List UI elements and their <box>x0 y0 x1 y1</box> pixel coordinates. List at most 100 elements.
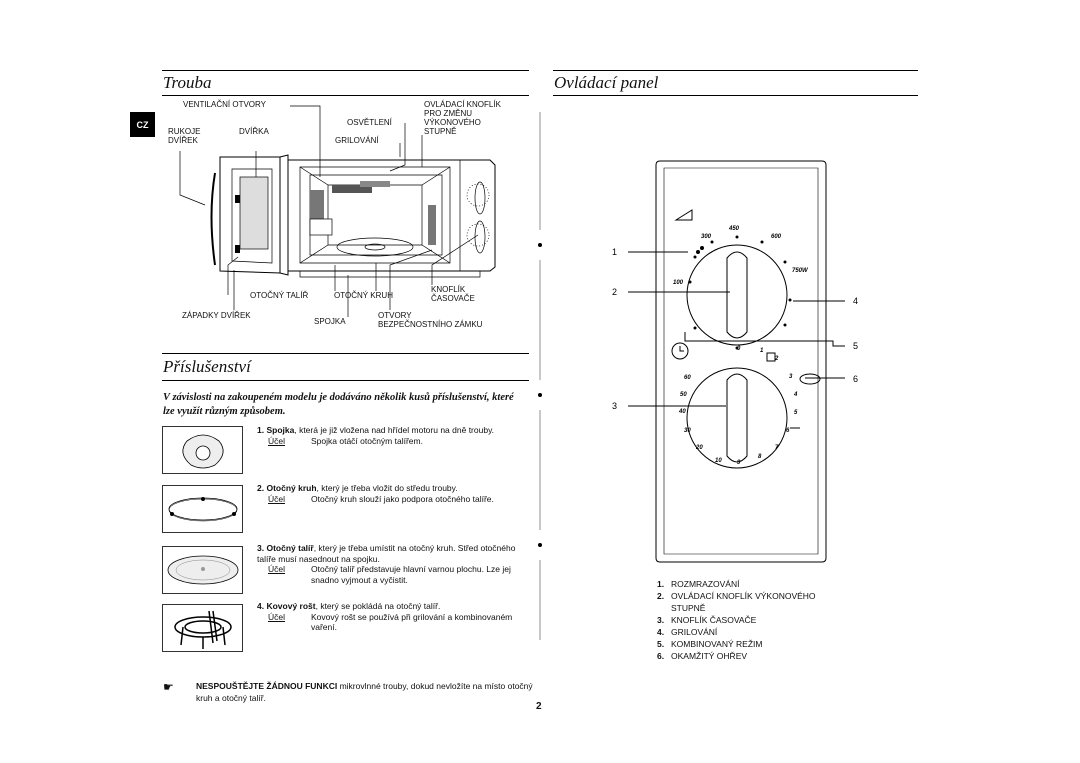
ring-image <box>162 485 243 533</box>
legend-text: OVLÁDACÍ KNOFLÍK VÝKONOVÉHO <box>671 591 816 601</box>
callout-1: 1 <box>612 247 617 257</box>
purpose-label: Účel <box>268 564 286 574</box>
accessory-1: 1. Spojka, která je již vložena nad hříd… <box>257 425 527 446</box>
legend-text: ROZMRAZOVÁNÍ <box>671 579 740 589</box>
svg-text:8: 8 <box>758 454 762 460</box>
callout-2: 2 <box>612 287 617 297</box>
legend-item: STUPNĚ <box>657 602 816 614</box>
label-handle-1: RUKOJE <box>168 127 201 136</box>
legend-item: 1. ROZMRAZOVÁNÍ <box>657 578 816 590</box>
legend-num: 2. <box>657 591 665 601</box>
label-turntable: OTOČNÝ TALÍŘ <box>250 291 309 300</box>
legend-item: 4. GRILOVÁNÍ <box>657 626 816 638</box>
warning-rest: mikrovlnné trouby, dokud nevložíte na mí… <box>196 681 533 703</box>
label-coupler: SPOJKA <box>314 317 346 326</box>
legend-text: STUPNĚ <box>671 603 706 613</box>
acc-name: Otočný kruh <box>266 483 317 493</box>
power-mark-600: 600 <box>771 234 782 240</box>
top-rule-left <box>162 70 529 71</box>
callout-3: 3 <box>612 401 617 411</box>
svg-text:7: 7 <box>775 445 779 451</box>
purpose-label: Účel <box>268 435 286 446</box>
svg-text:4: 4 <box>793 392 798 398</box>
label-safety-2: BEZPEČNOSTNÍHO ZÁMKU <box>378 320 483 329</box>
acc-desc: , která je již vložena nad hřídel motoru… <box>294 425 495 435</box>
svg-text:9: 9 <box>737 460 741 466</box>
acc-purpose: Otočný kruh slouží jako podpora otočného… <box>311 493 494 504</box>
legend-num: 6. <box>657 651 665 661</box>
legend-num <box>657 602 671 614</box>
label-power-knob-4: STUPNĚ <box>424 127 457 136</box>
legend-num: 4. <box>657 627 665 637</box>
acc-desc: , který se pokládá na otočný talíř. <box>315 601 441 611</box>
accessory-4: 4. Kovový rošt, který se pokládá na otoč… <box>257 601 527 633</box>
accessory-3: 3. Otočný talíř, který je třeba umístit … <box>257 543 527 585</box>
legend-item: 3. KNOFLÍK ČASOVAČE <box>657 614 816 626</box>
control-panel-heading: Ovládací panel <box>554 73 659 92</box>
acc-num: 2. <box>257 483 265 493</box>
accessories-intro: V závislosti na zakoupeném modelu je dod… <box>163 392 514 417</box>
acc-name: Kovový rošt <box>266 601 316 611</box>
acc-purpose: Kovový rošt se používá při grilování a k… <box>311 611 513 633</box>
accessories-rule-top <box>162 353 529 354</box>
acc-num: 1. <box>257 425 265 435</box>
label-light: OSVĚTLENÍ <box>347 118 392 127</box>
legend-text: KOMBINOVANÝ REŽIM <box>671 639 763 649</box>
purpose-label: Účel <box>268 493 286 504</box>
legend-item: 2. OVLÁDACÍ KNOFLÍK VÝKONOVÉHO <box>657 590 816 602</box>
legend-text: OKAMŽITÝ OHŘEV <box>671 651 748 661</box>
label-vent: VENTILAČNÍ OTVORY <box>183 100 266 109</box>
warning-bold: NESPOUŠTĚJTE ŽÁDNOU FUNKCI <box>196 681 338 691</box>
accessories-heading: Příslušenství <box>163 357 251 376</box>
svg-text:2: 2 <box>774 356 779 362</box>
label-timer-2: ČASOVAČE <box>431 294 475 303</box>
label-safety-1: OTVORY <box>378 311 412 320</box>
label-power-knob-2: PRO ZMĚNU <box>424 109 472 118</box>
accessory-2: 2. Otočný kruh, který je třeba vložit do… <box>257 483 527 504</box>
warning-note: NESPOUŠTĚJTE ŽÁDNOU FUNKCI mikrovlnné tr… <box>196 680 536 704</box>
panel-legend: 1. ROZMRAZOVÁNÍ 2. OVLÁDACÍ KNOFLÍK VÝKONO… <box>657 578 816 662</box>
legend-text: GRILOVÁNÍ <box>671 627 718 637</box>
power-mark-100: 100 <box>673 280 684 286</box>
legend-num: 3. <box>657 615 665 625</box>
label-timer-1: KNOFLÍK <box>431 285 466 294</box>
purpose-label: Účel <box>268 611 286 622</box>
svg-text:60: 60 <box>684 375 691 381</box>
oven-illustration <box>179 105 496 317</box>
callout-5: 5 <box>853 341 858 351</box>
acc-name: Otočný talíř <box>266 543 314 553</box>
label-power-knob-3: VÝKONOVÉHO <box>424 118 481 127</box>
acc-desc: , který je třeba vložit do středu trouby… <box>316 483 458 493</box>
heading-rule-right <box>553 95 918 96</box>
callout-6: 6 <box>853 374 858 384</box>
svg-text:20: 20 <box>695 445 703 451</box>
legend-item: 5.KOMBINOVANÝ REŽIM <box>657 638 816 650</box>
label-door: DVÍŘKA <box>239 127 269 136</box>
page-number: 2 <box>536 701 542 712</box>
accessories-rule-bottom <box>162 380 529 381</box>
svg-text:0: 0 <box>737 346 741 352</box>
svg-text:3: 3 <box>789 374 793 380</box>
language-tab: CZ <box>130 112 155 137</box>
svg-text:40: 40 <box>678 409 686 415</box>
acc-purpose: Spojka otáčí otočným talířem. <box>311 435 423 446</box>
power-mark-750: 750W <box>792 268 809 274</box>
legend-text: KNOFLÍK ČASOVAČE <box>671 615 757 625</box>
power-mark-300: 300 <box>701 234 712 240</box>
callout-4: 4 <box>853 296 858 306</box>
svg-text:5: 5 <box>794 410 798 416</box>
label-power-knob-1: OVLÁDACÍ KNOFLÍK <box>424 100 501 109</box>
label-handle-2: DVÍŘEK <box>168 136 198 145</box>
coupler-image <box>162 426 243 474</box>
label-latches: ZÁPADKY DVÍŘEK <box>182 311 251 320</box>
pointing-hand-icon: ☛ <box>163 680 174 694</box>
label-ring: OTOČNÝ KRUH <box>334 291 393 300</box>
turntable-image <box>162 546 243 594</box>
acc-num: 3. <box>257 543 265 553</box>
legend-num: 1. <box>657 579 665 589</box>
power-mark-450: 450 <box>728 226 740 232</box>
rack-image <box>162 604 243 652</box>
svg-text:50: 50 <box>680 392 687 398</box>
label-grill: GRILOVÁNÍ <box>335 136 379 145</box>
